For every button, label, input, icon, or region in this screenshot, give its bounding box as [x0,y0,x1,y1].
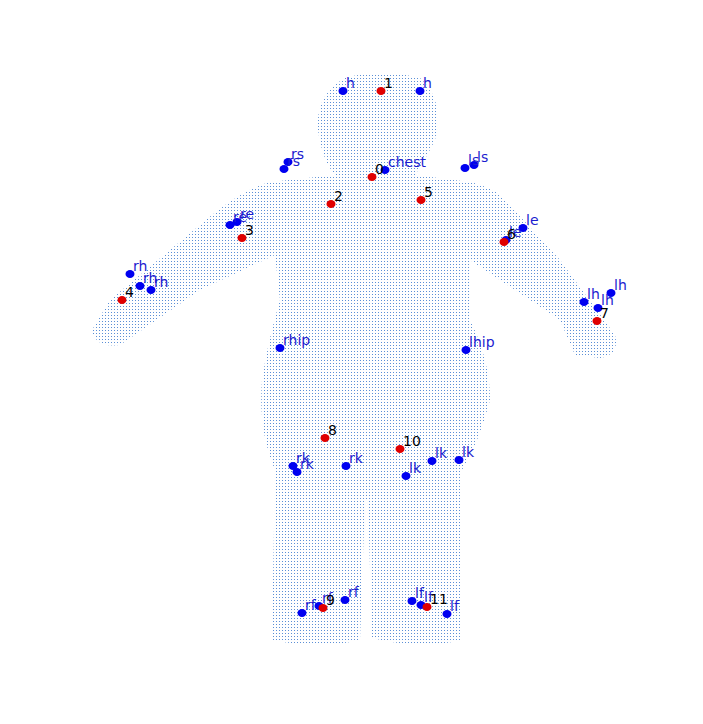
joint-name: le [526,213,539,227]
callout-number: 4 [125,285,134,299]
joint-name: chest [388,155,426,169]
body-silhouette [92,73,616,645]
joint-name: rh [154,275,168,289]
callout-number: 0 [375,162,384,176]
callout-number: 7 [600,306,609,320]
callout-number: 10 [403,434,421,448]
joint-name: rs [287,154,300,168]
joint-name: rk [349,451,363,465]
callout-number: 8 [328,423,337,437]
joint-name: lf [450,599,459,613]
joint-name: lh [601,293,614,307]
joint-name: lhip [469,335,495,349]
callout-number: 6 [507,227,516,241]
joint-name: h [423,76,432,90]
joint-name: rf [305,598,316,612]
callout-number: 9 [326,593,335,607]
callout-number: 2 [334,189,343,203]
joint-name: lh [587,287,600,301]
callout-number: 5 [424,185,433,199]
joint-name: h [346,76,355,90]
joint-name: lk [462,445,474,459]
joint-name: rk [300,457,314,471]
joint-name: lk [409,461,421,475]
callout-number: 3 [245,223,254,237]
joint-name: lh [614,278,627,292]
joint-name: lf [415,586,424,600]
joint-name: ls [477,150,488,164]
joint-name: lk [435,446,447,460]
joint-name: re [240,207,254,221]
callout-number: 1 [384,76,393,90]
joint-name: rhip [283,333,310,347]
joint-name: rf [348,585,359,599]
callout-number: 11 [430,592,448,606]
